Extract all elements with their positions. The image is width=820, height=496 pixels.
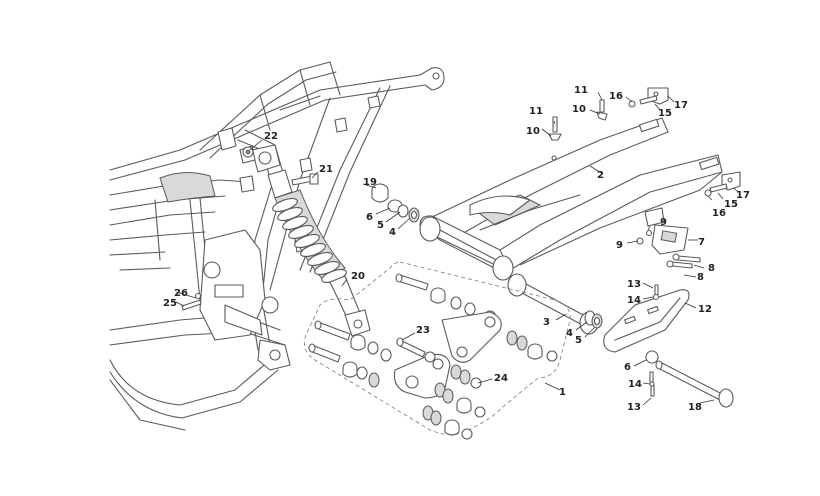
chain-slider	[603, 284, 690, 397]
callout-14b: 14	[628, 379, 642, 390]
callout-1: 1	[559, 387, 566, 398]
pivot-axle-bolt	[655, 360, 734, 408]
callout-21: 21	[319, 164, 333, 175]
callout-25: 25	[163, 298, 177, 309]
callout-6a: 6	[366, 212, 373, 223]
callout-16b: 16	[712, 208, 726, 219]
callout-20: 20	[351, 271, 365, 282]
suspension-linkage-kit	[303, 261, 571, 440]
callout-13b: 13	[627, 402, 641, 413]
callout-9b: 9	[616, 240, 623, 251]
callout-22: 22	[264, 131, 278, 142]
callout-17a: 17	[674, 100, 688, 111]
callout-17b: 17	[736, 190, 750, 201]
callout-18: 18	[688, 402, 702, 413]
leader-lines	[175, 91, 739, 406]
callout-4b: 4	[566, 328, 573, 339]
callout-5b: 5	[575, 335, 582, 346]
callout-26: 26	[174, 288, 188, 299]
callout-24: 24	[494, 373, 508, 384]
callout-2: 2	[597, 170, 604, 181]
callout-14a: 14	[627, 295, 641, 306]
callout-10b: 10	[572, 104, 586, 115]
callout-numbers: 22 21 19 6 5 4 20 26 25 23 24 1 11 10 11…	[163, 85, 750, 413]
callout-7: 7	[698, 237, 705, 248]
callout-8b: 8	[697, 272, 704, 283]
callout-6b: 6	[624, 362, 631, 373]
callout-16a: 16	[609, 91, 623, 102]
frame-hardware	[242, 146, 420, 223]
callout-5a: 5	[377, 220, 384, 231]
rear-shock-absorber	[267, 169, 371, 337]
callout-11a: 11	[529, 106, 543, 117]
callout-12: 12	[698, 304, 712, 315]
callout-3: 3	[543, 317, 550, 328]
callout-19: 19	[363, 177, 377, 188]
callout-15b: 15	[724, 199, 738, 210]
callout-4a: 4	[389, 227, 396, 238]
callout-10a: 10	[526, 126, 540, 137]
swingarm	[419, 117, 723, 335]
callout-11b: 11	[574, 85, 588, 96]
callout-9a: 9	[660, 217, 667, 228]
callout-23: 23	[416, 325, 430, 336]
chain-adjuster	[636, 224, 701, 269]
callout-8a: 8	[708, 263, 715, 274]
frame-bolt-left	[181, 292, 202, 311]
pivot-bushings-right	[584, 310, 603, 329]
callout-13a: 13	[627, 279, 641, 290]
callout-15a: 15	[658, 108, 672, 119]
